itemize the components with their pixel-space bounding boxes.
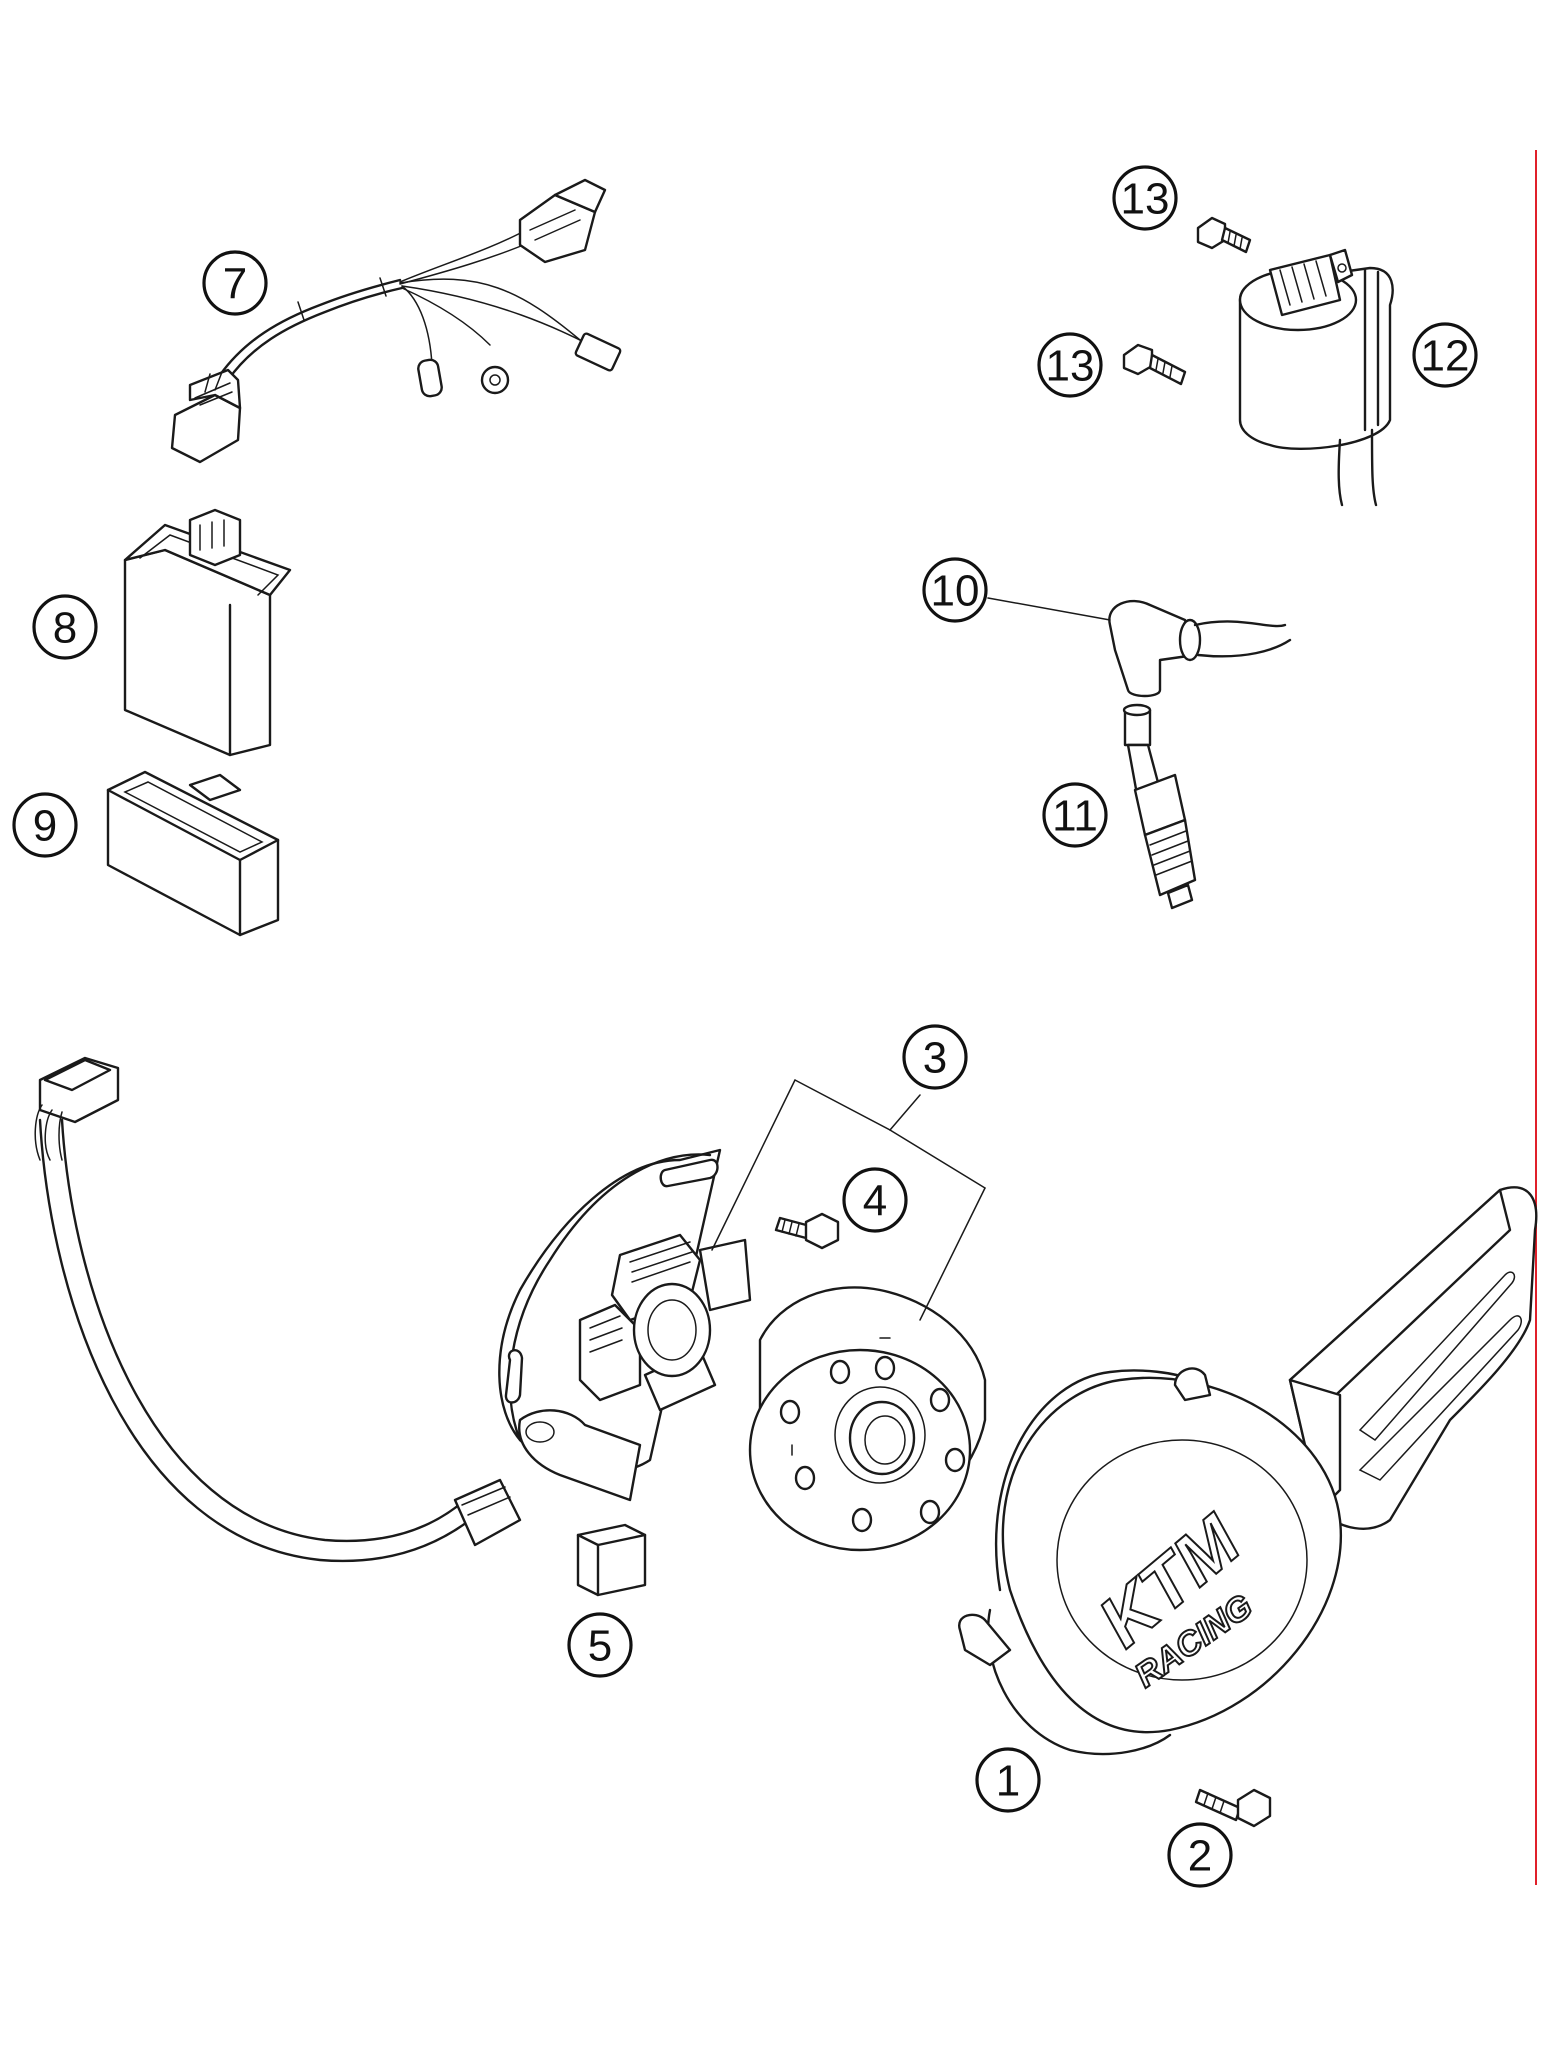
callout-number: 13 — [1121, 175, 1170, 224]
woodruff-key-part — [576, 1523, 647, 1597]
callout-c2: 2 — [1167, 1822, 1233, 1888]
stator-cable-part — [34, 1056, 522, 1563]
spark-plug-cap-part — [987, 597, 1292, 698]
callout-c13a: 13 — [1112, 165, 1178, 231]
callout-number: 2 — [1188, 1832, 1212, 1881]
callout-circle — [842, 1167, 908, 1233]
callout-circle — [1412, 322, 1478, 388]
screw-part — [1122, 343, 1187, 386]
callout-circle — [567, 1612, 633, 1678]
callout-number: 13 — [1046, 342, 1095, 391]
callout-c9: 9 — [12, 792, 78, 858]
ignition-cover-part: KTM RACING — [958, 1186, 1538, 1756]
callout-number: 9 — [33, 802, 57, 851]
screw-part — [774, 1212, 840, 1250]
flywheel-rotor-part — [748, 1286, 987, 1552]
callout-number: 12 — [1421, 332, 1470, 381]
callout-number: 5 — [588, 1622, 612, 1671]
callout-circle — [922, 557, 988, 623]
callout-circle — [975, 1747, 1041, 1813]
ignition-coil-part — [1238, 248, 1394, 507]
callout-circle — [1112, 165, 1178, 231]
screw-part — [1194, 1788, 1272, 1828]
callout-circle — [1037, 332, 1103, 398]
callout-circle — [12, 792, 78, 858]
callout-number: 8 — [53, 604, 77, 653]
cdi-holder-part — [106, 770, 280, 937]
callout-c5: 5 — [567, 1612, 633, 1678]
callout-c12: 12 — [1412, 322, 1478, 388]
callout-3-bracket — [711, 1079, 986, 1321]
callout-circle — [202, 250, 268, 316]
stator-plate-part — [498, 1148, 752, 1502]
screw-part — [1196, 216, 1252, 254]
wiring-harness-part — [170, 178, 622, 464]
callout-c8: 8 — [32, 594, 98, 660]
callout-number: 4 — [863, 1177, 887, 1226]
callout-c3: 3 — [902, 1024, 968, 1090]
callout-c1: 1 — [975, 1747, 1041, 1813]
callout-number: 3 — [923, 1034, 947, 1083]
callout-c11: 11 — [1042, 782, 1108, 848]
callout-number: 1 — [996, 1757, 1020, 1806]
callout-number: 7 — [223, 260, 247, 309]
callout-circle — [902, 1024, 968, 1090]
callout-c13b: 13 — [1037, 332, 1103, 398]
callout-c7: 7 — [202, 250, 268, 316]
callout-circle — [1167, 1822, 1233, 1888]
callout-number: 11 — [1052, 792, 1098, 841]
callout-c4: 4 — [842, 1167, 908, 1233]
callout-circle — [1042, 782, 1108, 848]
callout-c10: 10 — [922, 557, 988, 623]
callout-circle — [32, 594, 98, 660]
callout-number: 10 — [931, 567, 980, 616]
spark-plug-part — [1122, 703, 1197, 910]
cdi-unit-part — [123, 508, 292, 757]
